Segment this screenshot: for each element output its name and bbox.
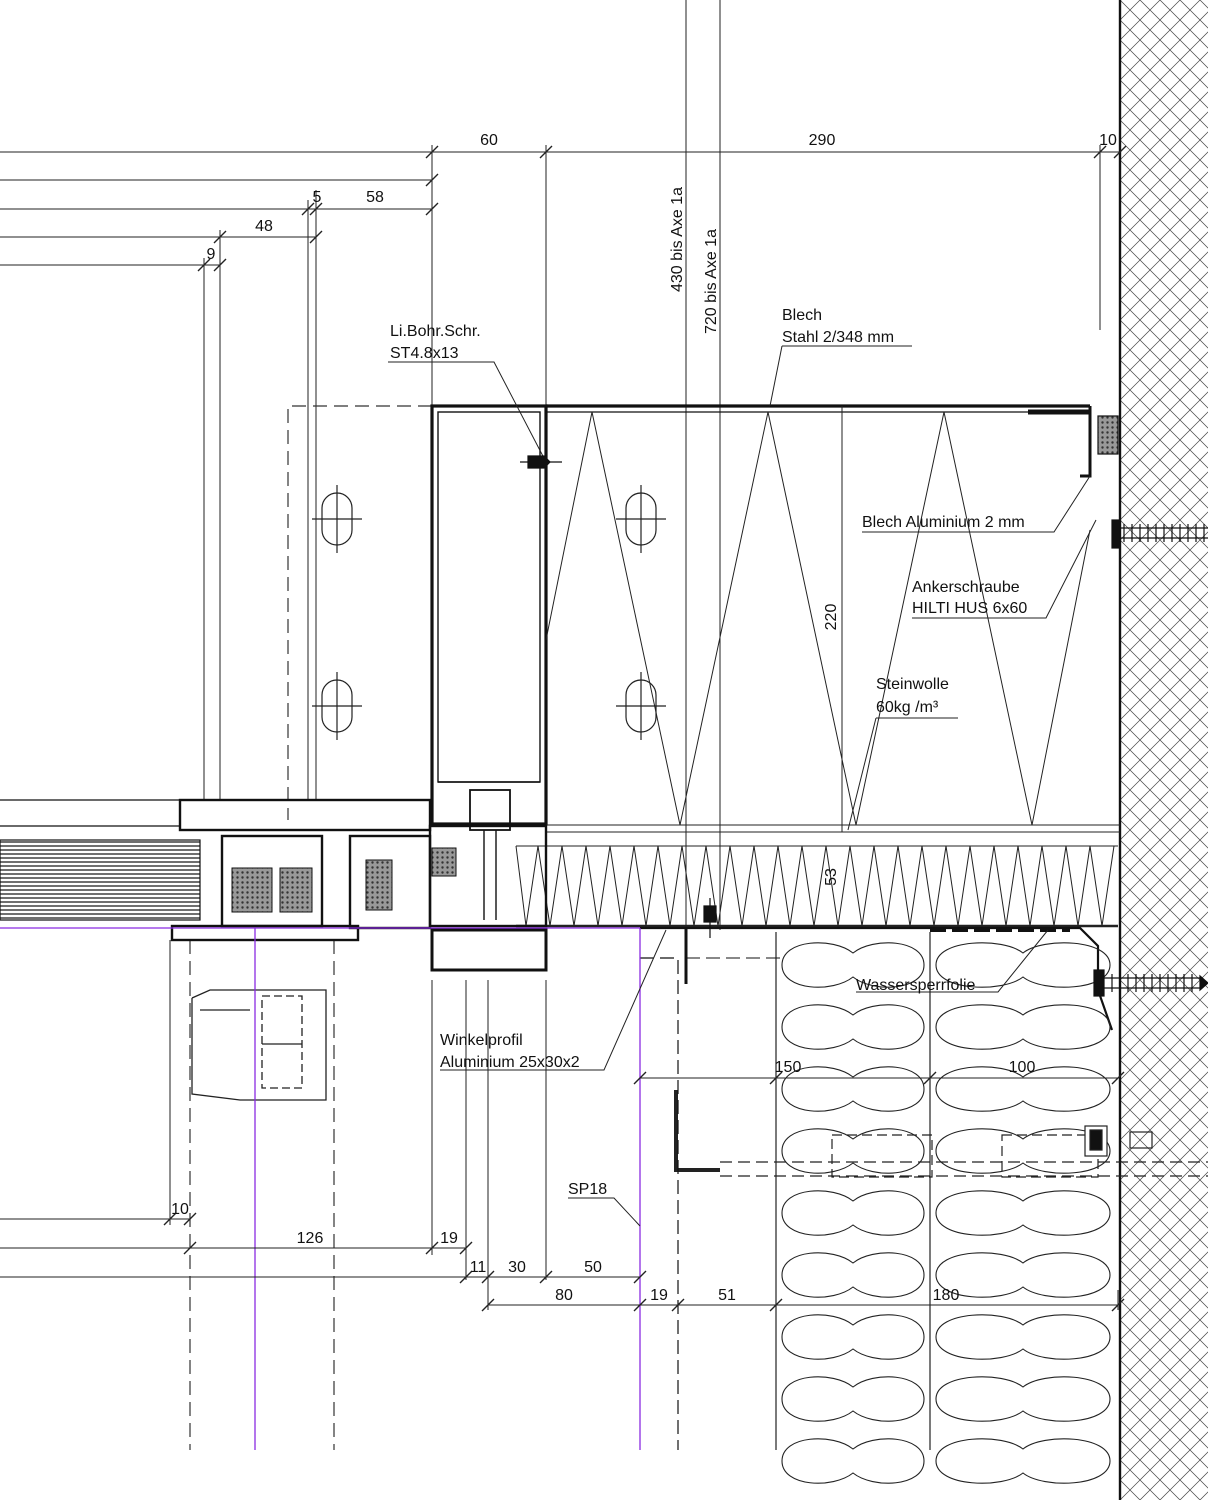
- angle-label-2: Aluminium 25x30x2: [440, 1054, 580, 1071]
- oblong-holes: [312, 485, 666, 740]
- wool-pillow: [781, 1190, 925, 1236]
- dim-53: 53: [823, 868, 840, 886]
- dim-126: 126: [297, 1230, 324, 1247]
- anchor-label-1: Ankerschraube: [912, 579, 1020, 596]
- wool-pillow: [935, 1004, 1111, 1050]
- axis-lines: [685, 0, 721, 930]
- wool-label-2: 60kg /m³: [876, 699, 939, 716]
- wool-pillow: [935, 1252, 1111, 1298]
- dim-220: 220: [823, 604, 840, 631]
- wool-pillow: [935, 942, 1111, 988]
- wool-pillow: [781, 1314, 925, 1360]
- wool-pillow: [781, 1252, 925, 1298]
- dimension-texts: 60 290 10 5 58 48 9 220 53 150 100 10 12…: [171, 132, 1117, 1304]
- dim-30: 30: [508, 1259, 526, 1276]
- anchor-screws: [1093, 519, 1208, 997]
- wool-pillow: [935, 1066, 1111, 1112]
- wool-pillow: [781, 1004, 925, 1050]
- rock-wool-lower: [515, 845, 1118, 928]
- lower-extension-lines: [169, 940, 1119, 1310]
- screw-label-1: Li.Bohr.Schr.: [390, 323, 481, 340]
- wool-pillow: [935, 1128, 1111, 1174]
- wool-label-1: Steinwolle: [876, 676, 949, 693]
- axis-430-label: 430 bis Axe 1a: [669, 187, 686, 292]
- aluminium-sheet-bottom: [640, 926, 1114, 1031]
- dim-51: 51: [718, 1287, 736, 1304]
- wool-pillow: [935, 1190, 1111, 1236]
- steel-sheet-label-1: Blech: [782, 307, 822, 324]
- dim-50: 50: [584, 1259, 602, 1276]
- dim-150: 150: [775, 1059, 802, 1076]
- pillow-frame: [775, 932, 931, 1450]
- axis-texts: 430 bis Axe 1a 720 bis Axe 1a: [669, 187, 720, 334]
- dim-11: 11: [470, 1259, 487, 1276]
- alu-sheet-label: Blech Aluminium 2 mm: [862, 514, 1025, 531]
- steel-box-profile: [430, 404, 548, 826]
- leader-lines: [388, 345, 1097, 1227]
- top-dimension-chains: [0, 145, 1127, 800]
- wool-pillow: [935, 1438, 1111, 1484]
- dim-58: 58: [366, 189, 384, 206]
- dashed-outline: [189, 405, 432, 1450]
- wool-pillow: [781, 1376, 925, 1422]
- bracket-anchor: [674, 1090, 1208, 1178]
- wool-pillow: [781, 942, 925, 988]
- dim-5: 5: [313, 189, 322, 206]
- dim-10-top: 10: [1099, 132, 1117, 149]
- wool-pillow: [935, 1314, 1111, 1360]
- dim-19-a: 19: [440, 1230, 458, 1247]
- sp18-label: SP18: [568, 1181, 607, 1198]
- wool-pillow: [935, 1376, 1111, 1422]
- mineral-wool-pillows: [781, 942, 1111, 1484]
- lower-frame-outline: [191, 989, 327, 1101]
- window-frame-profiles: [0, 789, 548, 972]
- rock-wool-upper: [545, 406, 1120, 833]
- steel-sheet: [546, 404, 1119, 478]
- wool-pillow: [781, 1438, 925, 1484]
- dim-80: 80: [555, 1287, 573, 1304]
- masonry-wall: [1118, 0, 1208, 1500]
- anchor-label-2: HILTI HUS 6x60: [912, 600, 1027, 617]
- fastener-screw: [520, 455, 717, 938]
- dim-290: 290: [809, 132, 836, 149]
- dim-100: 100: [1009, 1059, 1036, 1076]
- angle-profile: [640, 928, 780, 1450]
- angle-label-1: Winkelprofil: [440, 1032, 523, 1049]
- dim-9: 9: [207, 246, 216, 263]
- steel-sheet-label-2: Stahl 2/348 mm: [782, 329, 894, 346]
- dim-48: 48: [255, 218, 273, 235]
- membrane-label: Wassersperrfolie: [856, 977, 976, 994]
- wool-pillow: [781, 1066, 925, 1112]
- screw-label-2: ST4.8x13: [390, 345, 459, 362]
- lower-dimension-chains: [0, 1071, 1125, 1312]
- purple-reference-lines: [0, 927, 641, 1450]
- dim-19-b: 19: [650, 1287, 668, 1304]
- callout-labels: Li.Bohr.Schr. ST4.8x13 Blech Stahl 2/348…: [390, 307, 1027, 1198]
- dim-180: 180: [933, 1287, 960, 1304]
- dim-60: 60: [480, 132, 498, 149]
- axis-720-label: 720 bis Axe 1a: [703, 229, 720, 334]
- wool-pillow: [781, 1128, 925, 1174]
- dim-10-bottom: 10: [171, 1201, 189, 1218]
